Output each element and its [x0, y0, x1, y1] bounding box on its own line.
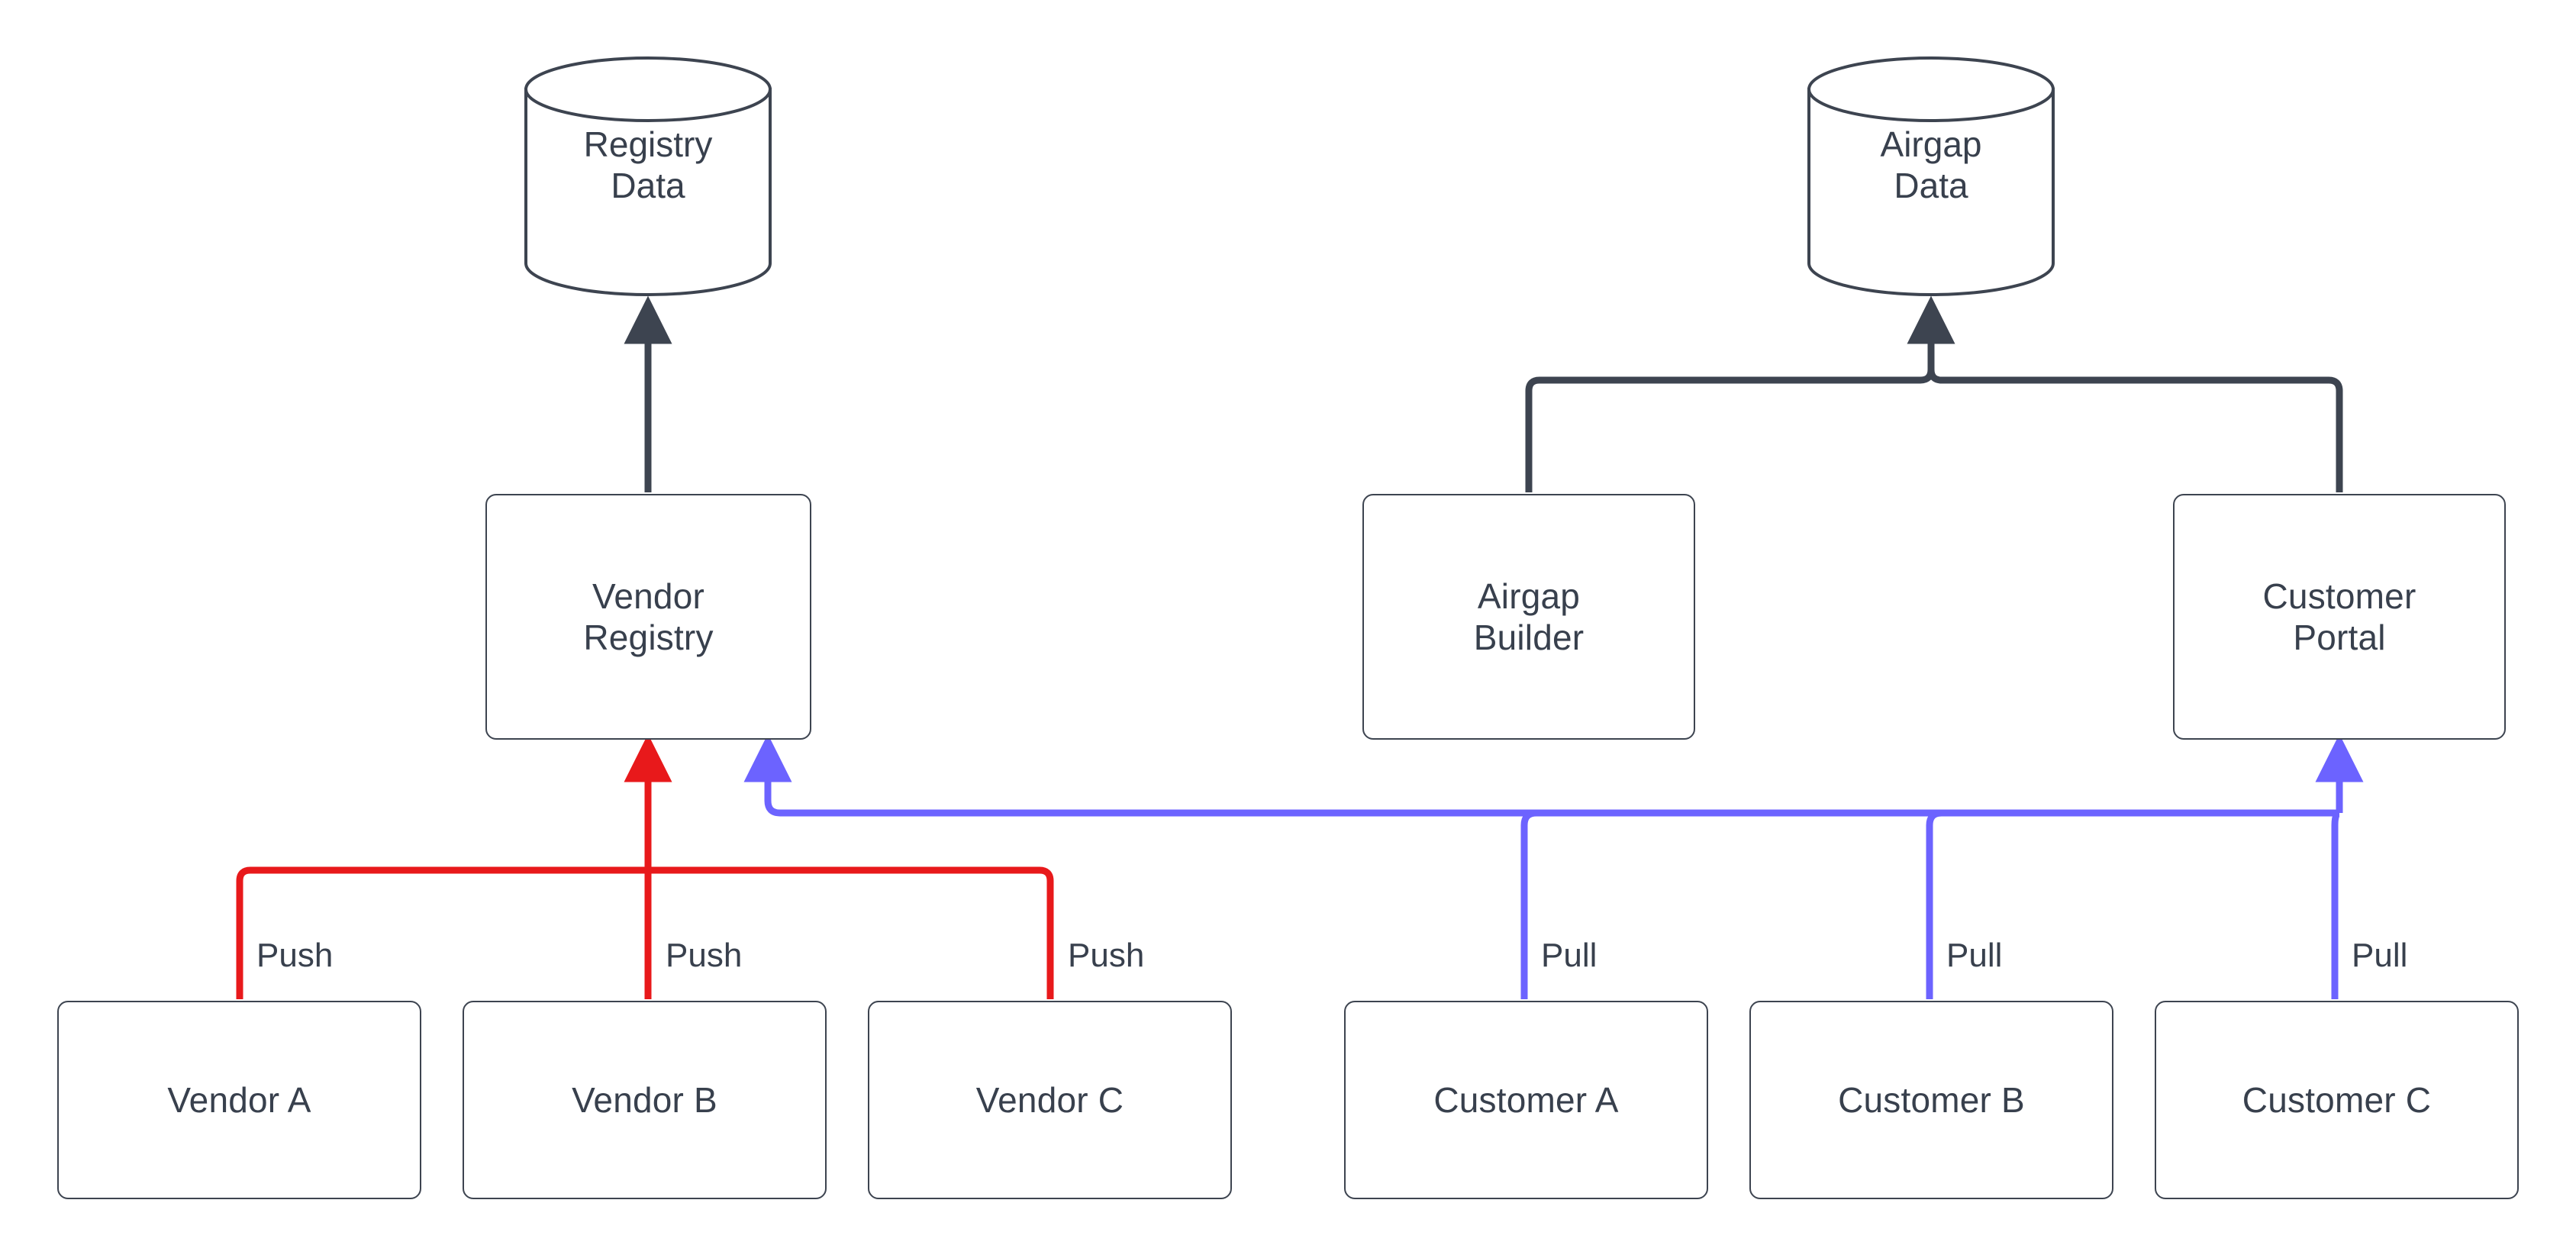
- wire-airgap-builder-to-airgap-data: [1525, 295, 1955, 492]
- node-customer-portal[interactable]: Customer Portal: [2173, 494, 2506, 740]
- node-airgap-builder[interactable]: Airgap Builder: [1362, 494, 1695, 740]
- wire-vendor-c-push: [648, 866, 1054, 999]
- node-customer-c[interactable]: Customer C: [2155, 1001, 2519, 1199]
- node-vendor-registry-label: Vendor Registry: [583, 576, 714, 657]
- node-vendor-c-label: Vendor C: [975, 1079, 1124, 1120]
- edge-label-push-c: Push: [1063, 937, 1149, 974]
- wire-customer-portal-to-airgap-data: [1927, 304, 2343, 492]
- node-customer-c-label: Customer C: [2242, 1079, 2432, 1120]
- registry-data-cylinder-shape: [524, 56, 772, 296]
- node-customer-b-label: Customer B: [1838, 1079, 2025, 1120]
- airgap-data-cylinder-shape: [1807, 56, 2055, 296]
- wire-vendor-a-push: [236, 866, 648, 999]
- edge-label-push-a: Push: [252, 937, 338, 974]
- node-customer-portal-label: Customer Portal: [2262, 576, 2416, 657]
- wire-customer-a-pull: [1520, 809, 2339, 999]
- node-vendor-c[interactable]: Vendor C: [868, 1001, 1232, 1199]
- airgap-data-label: Airgap Data: [1880, 124, 1982, 206]
- node-vendor-b[interactable]: Vendor B: [463, 1001, 827, 1199]
- node-vendor-registry[interactable]: Vendor Registry: [485, 494, 811, 740]
- node-customer-b[interactable]: Customer B: [1749, 1001, 2113, 1199]
- node-vendor-a-label: Vendor A: [167, 1079, 311, 1120]
- wire-customer-c-pull: [2331, 809, 2340, 999]
- node-vendor-a[interactable]: Vendor A: [57, 1001, 421, 1199]
- node-airgap-builder-label: Airgap Builder: [1473, 576, 1585, 657]
- node-customer-a-label: Customer A: [1433, 1079, 1619, 1120]
- edge-label-push-b: Push: [661, 937, 747, 974]
- wire-pull-bus-to-vendor-registry: [743, 734, 2339, 817]
- edge-label-pull-b: Pull: [1942, 937, 2007, 974]
- edge-label-pull-c: Pull: [2347, 937, 2413, 974]
- edge-label-pull-a: Pull: [1536, 937, 1602, 974]
- node-vendor-b-label: Vendor B: [572, 1079, 717, 1120]
- registry-data-label: Registry Data: [583, 124, 713, 206]
- node-customer-a[interactable]: Customer A: [1344, 1001, 1708, 1199]
